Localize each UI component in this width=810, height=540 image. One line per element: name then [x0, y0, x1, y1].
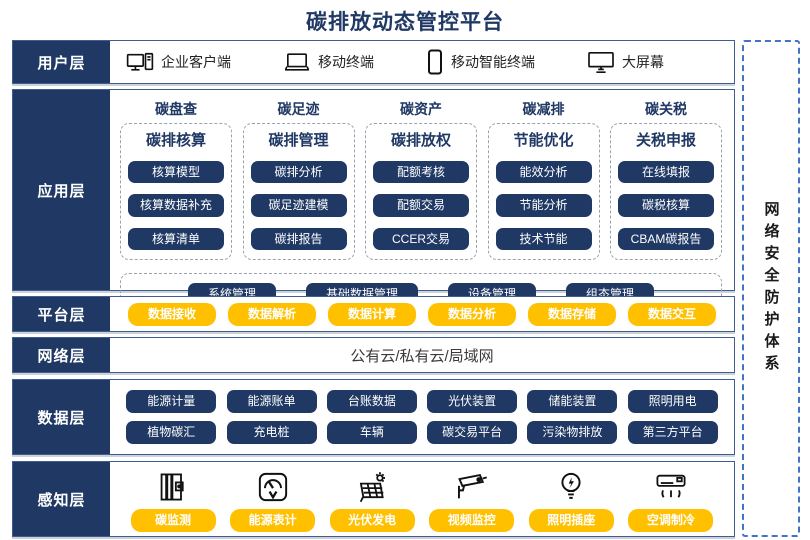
data-source-button[interactable]: 能源计量 — [126, 390, 217, 413]
data-source-button[interactable]: 植物碳汇 — [126, 421, 217, 444]
app-column-carbon-footprint: 碳足迹 碳排管理 碳排分析 碳足迹建模 碳排报告 — [242, 99, 355, 261]
data-layer-row: 数据层 能源计量 能源账单 台账数据 光伏装置 储能装置 照明用电 植物碳汇 充… — [12, 379, 735, 455]
perception-item-solar: 光伏发电 — [329, 467, 415, 532]
app-item-button[interactable]: 碳足迹建模 — [250, 194, 347, 217]
network-layer-row: 网络层 公有云/私有云/局域网 — [12, 337, 735, 373]
smartphone-icon — [426, 49, 444, 75]
app-item-button[interactable]: 碳税核算 — [618, 194, 714, 217]
user-item-label: 大屏幕 — [622, 54, 664, 70]
user-item-smart-terminal: 移动智能终端 — [426, 49, 535, 75]
app-item-button[interactable]: CCER交易 — [373, 227, 469, 251]
app-layer-row: 应用层 碳盘查 碳排核算 核算模型 核算数据补充 核算清单 碳足迹 碳排管理 碳… — [12, 89, 735, 317]
platform-button[interactable]: 数据交互 — [628, 302, 716, 326]
app-item-button[interactable]: 配额交易 — [373, 194, 469, 217]
perception-button[interactable]: 空调制冷 — [628, 508, 714, 532]
app-item-button[interactable]: 碳排分析 — [250, 161, 347, 184]
user-layer-label: 用户层 — [13, 41, 110, 83]
app-column-subtitle: 碳排放权 — [390, 132, 451, 149]
perception-button[interactable]: 视频监控 — [429, 508, 515, 532]
perception-item-lighting: 照明插座 — [528, 467, 614, 532]
user-item-enterprise-client: 企业客户端 — [126, 51, 231, 73]
data-source-button[interactable]: 能源账单 — [226, 390, 317, 413]
laptop-icon — [283, 51, 311, 73]
network-layer-label: 网络层 — [13, 338, 110, 372]
app-column-title: 碳足迹 — [277, 101, 320, 117]
user-item-label: 移动智能终端 — [451, 54, 535, 70]
app-column-subtitle: 节能优化 — [513, 132, 574, 149]
app-column-box: 碳排管理 碳排分析 碳足迹建模 碳排报告 — [242, 123, 355, 261]
perception-layer-label: 感知层 — [13, 462, 110, 536]
app-column-subtitle: 碳排核算 — [145, 132, 206, 149]
perception-button[interactable]: 光伏发电 — [329, 508, 415, 532]
perception-layer-row: 感知层 碳监测 — [12, 461, 735, 537]
app-item-button[interactable]: 在线填报 — [618, 161, 714, 184]
app-column-subtitle: 碳排管理 — [268, 132, 329, 149]
energy-meter-icon — [257, 467, 289, 503]
platform-button[interactable]: 数据接收 — [128, 302, 216, 326]
perception-item-cctv: 视频监控 — [429, 467, 515, 532]
data-source-button[interactable]: 储能装置 — [527, 390, 618, 413]
app-item-button[interactable]: 核算数据补充 — [128, 194, 224, 217]
user-item-label: 企业客户端 — [161, 54, 231, 70]
data-source-button[interactable]: 污染物排放 — [527, 421, 618, 444]
perception-item-ac: 空调制冷 — [628, 467, 714, 532]
data-source-button[interactable]: 车辆 — [326, 421, 417, 444]
platform-layer-row: 平台层 数据接收 数据解析 数据计算 数据分析 数据存储 数据交互 — [12, 296, 735, 332]
app-column-box: 碳排核算 核算模型 核算数据补充 核算清单 — [120, 123, 232, 261]
app-column-carbon-tariff: 碳关税 关税申报 在线填报 碳税核算 CBAM碳报告 — [610, 99, 722, 261]
user-layer-row: 用户层 企业客户端 — [12, 40, 735, 84]
security-sidebar-label: 网络安全防护体系 — [762, 200, 780, 377]
desktop-pc-icon — [126, 51, 154, 73]
app-item-button[interactable]: 节能分析 — [495, 194, 592, 217]
app-column-box: 节能优化 能效分析 节能分析 技术节能 — [487, 123, 600, 261]
app-column-title: 碳盘查 — [155, 101, 197, 117]
platform-button[interactable]: 数据分析 — [428, 302, 516, 326]
app-item-button[interactable]: 技术节能 — [495, 227, 592, 251]
data-source-button[interactable]: 充电桩 — [226, 421, 317, 444]
data-layer-label: 数据层 — [13, 380, 110, 454]
app-item-button[interactable]: CBAM碳报告 — [618, 227, 714, 251]
solar-panel-icon — [355, 467, 389, 503]
user-item-mobile-terminal: 移动终端 — [283, 51, 374, 73]
app-column-title: 碳资产 — [400, 101, 442, 117]
app-column-title: 碳关税 — [645, 101, 687, 117]
app-column-title: 碳减排 — [522, 101, 565, 117]
platform-button[interactable]: 数据存储 — [528, 302, 616, 326]
air-conditioner-icon — [654, 467, 688, 503]
data-source-button[interactable]: 台账数据 — [326, 390, 417, 413]
perception-button[interactable]: 碳监测 — [130, 508, 216, 532]
platform-button[interactable]: 数据解析 — [228, 302, 316, 326]
perception-item-carbon-monitor: 碳监测 — [130, 467, 216, 532]
app-column-box: 关税申报 在线填报 碳税核算 CBAM碳报告 — [610, 123, 722, 261]
app-item-button[interactable]: 能效分析 — [495, 161, 592, 184]
app-column-carbon-asset: 碳资产 碳排放权 配额考核 配额交易 CCER交易 — [365, 99, 477, 261]
carbon-monitor-icon — [157, 467, 189, 503]
perception-button[interactable]: 能源表计 — [230, 508, 316, 532]
data-source-button[interactable]: 碳交易平台 — [427, 421, 518, 444]
app-column-carbon-inventory: 碳盘查 碳排核算 核算模型 核算数据补充 核算清单 — [120, 99, 232, 261]
network-layer-text: 公有云/私有云/局域网 — [350, 347, 494, 365]
user-item-big-screen: 大屏幕 — [587, 50, 664, 74]
cctv-camera-icon — [455, 467, 489, 503]
perception-button[interactable]: 照明插座 — [528, 508, 614, 532]
app-column-box: 碳排放权 配额考核 配额交易 CCER交易 — [365, 123, 477, 261]
app-item-button[interactable]: 配额考核 — [373, 161, 469, 184]
perception-item-energy-meter: 能源表计 — [230, 467, 316, 532]
user-item-label: 移动终端 — [318, 54, 374, 70]
platform-button[interactable]: 数据计算 — [328, 302, 416, 326]
platform-layer-label: 平台层 — [13, 297, 110, 331]
app-item-button[interactable]: 碳排报告 — [250, 227, 347, 251]
big-screen-icon — [587, 50, 615, 74]
page-title: 碳排放动态管控平台 — [306, 11, 504, 34]
data-source-button[interactable]: 第三方平台 — [627, 421, 718, 444]
data-source-button[interactable]: 照明用电 — [627, 390, 718, 413]
app-column-subtitle: 关税申报 — [635, 132, 696, 149]
security-sidebar: 网络安全防护体系 — [742, 40, 800, 537]
app-item-button[interactable]: 核算模型 — [128, 161, 224, 184]
app-layer-label: 应用层 — [13, 90, 110, 290]
light-bulb-icon — [556, 467, 586, 503]
data-source-button[interactable]: 光伏装置 — [427, 390, 518, 413]
app-item-button[interactable]: 核算清单 — [128, 227, 224, 251]
app-column-carbon-reduction: 碳减排 节能优化 能效分析 节能分析 技术节能 — [487, 99, 600, 261]
